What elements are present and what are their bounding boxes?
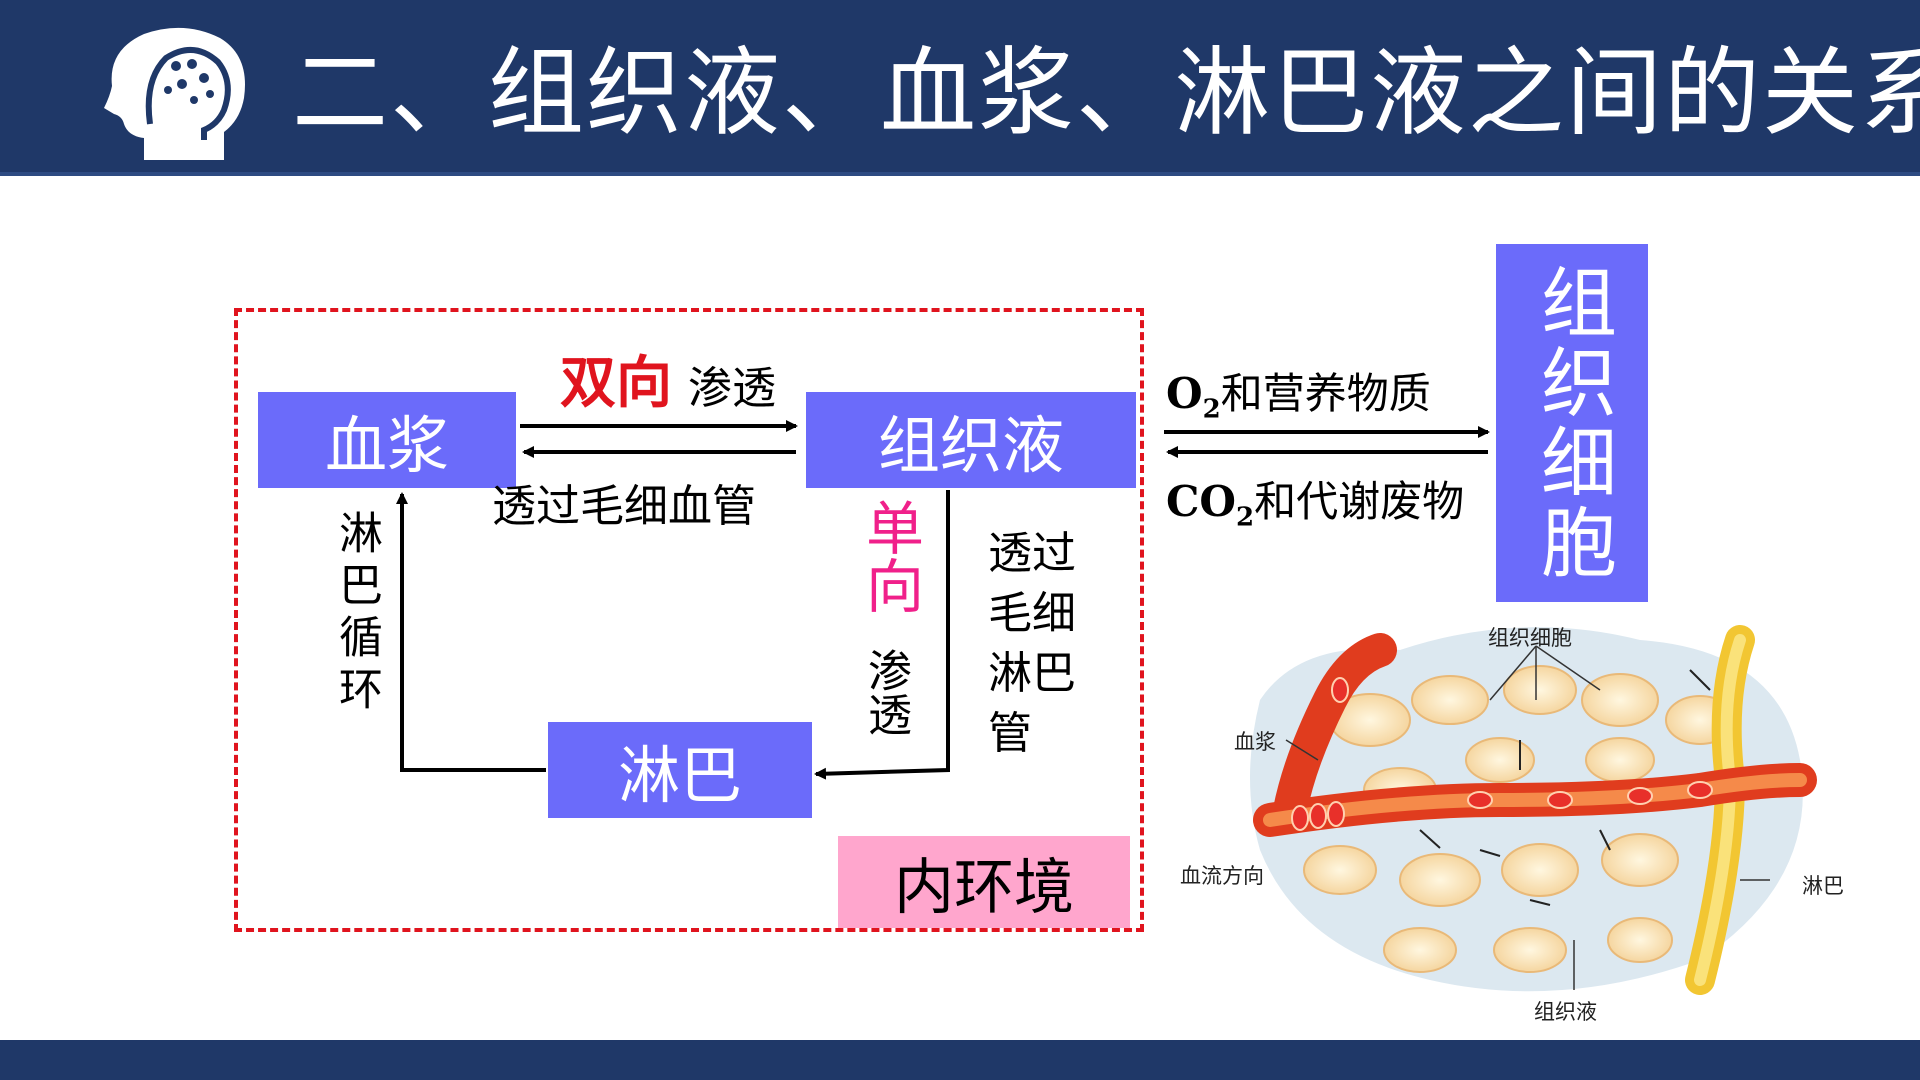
osmosis-label: 渗透 (688, 363, 776, 414)
lymph-box: 淋巴 (548, 722, 812, 818)
tissue-fluid-box: 组织液 (806, 392, 1136, 488)
illustration-label-blood-flow: 血流方向 (1180, 864, 1264, 888)
header-bar (0, 0, 1920, 176)
blood-vessel (1273, 633, 1397, 827)
co2-waste-label: CO2和代谢废物 (1166, 477, 1465, 533)
arrow-tissue-to-lymph (814, 490, 950, 780)
illustration-label-plasma: 血浆 (1234, 730, 1276, 754)
through-lymph-capillary-label: 透过毛细淋巴管 (988, 528, 1076, 759)
internal-environment-frame (234, 308, 1144, 932)
arrow-lymph-to-plasma (396, 492, 546, 772)
lymph-circulation-label: 淋巴循环 (331, 510, 382, 718)
osmosis-vertical-label: 渗透 (860, 648, 911, 736)
internal-environment-label: 内环境 (838, 836, 1130, 928)
bidirectional-label: 双向 (560, 351, 672, 416)
footer-bar (0, 1040, 1920, 1080)
through-capillary-label: 透过毛细血管 (492, 481, 756, 532)
illustration-label-lymph: 淋巴 (1802, 874, 1844, 898)
illustration-label-tissue-cells: 组织细胞 (1488, 626, 1572, 650)
plasma-box: 血浆 (258, 392, 516, 488)
page-title: 二、组织液、血浆、淋巴液之间的关系 (292, 37, 1920, 149)
illustration-label-tissue-fluid: 组织液 (1534, 1000, 1597, 1024)
unidirectional-label: 单向 (856, 498, 924, 614)
head-brain-icon (104, 27, 245, 160)
tissue-cells-box: 组织细胞 (1496, 244, 1648, 602)
o2-nutrients-label: O2和营养物质 (1166, 369, 1431, 425)
header-divider (0, 172, 1920, 176)
